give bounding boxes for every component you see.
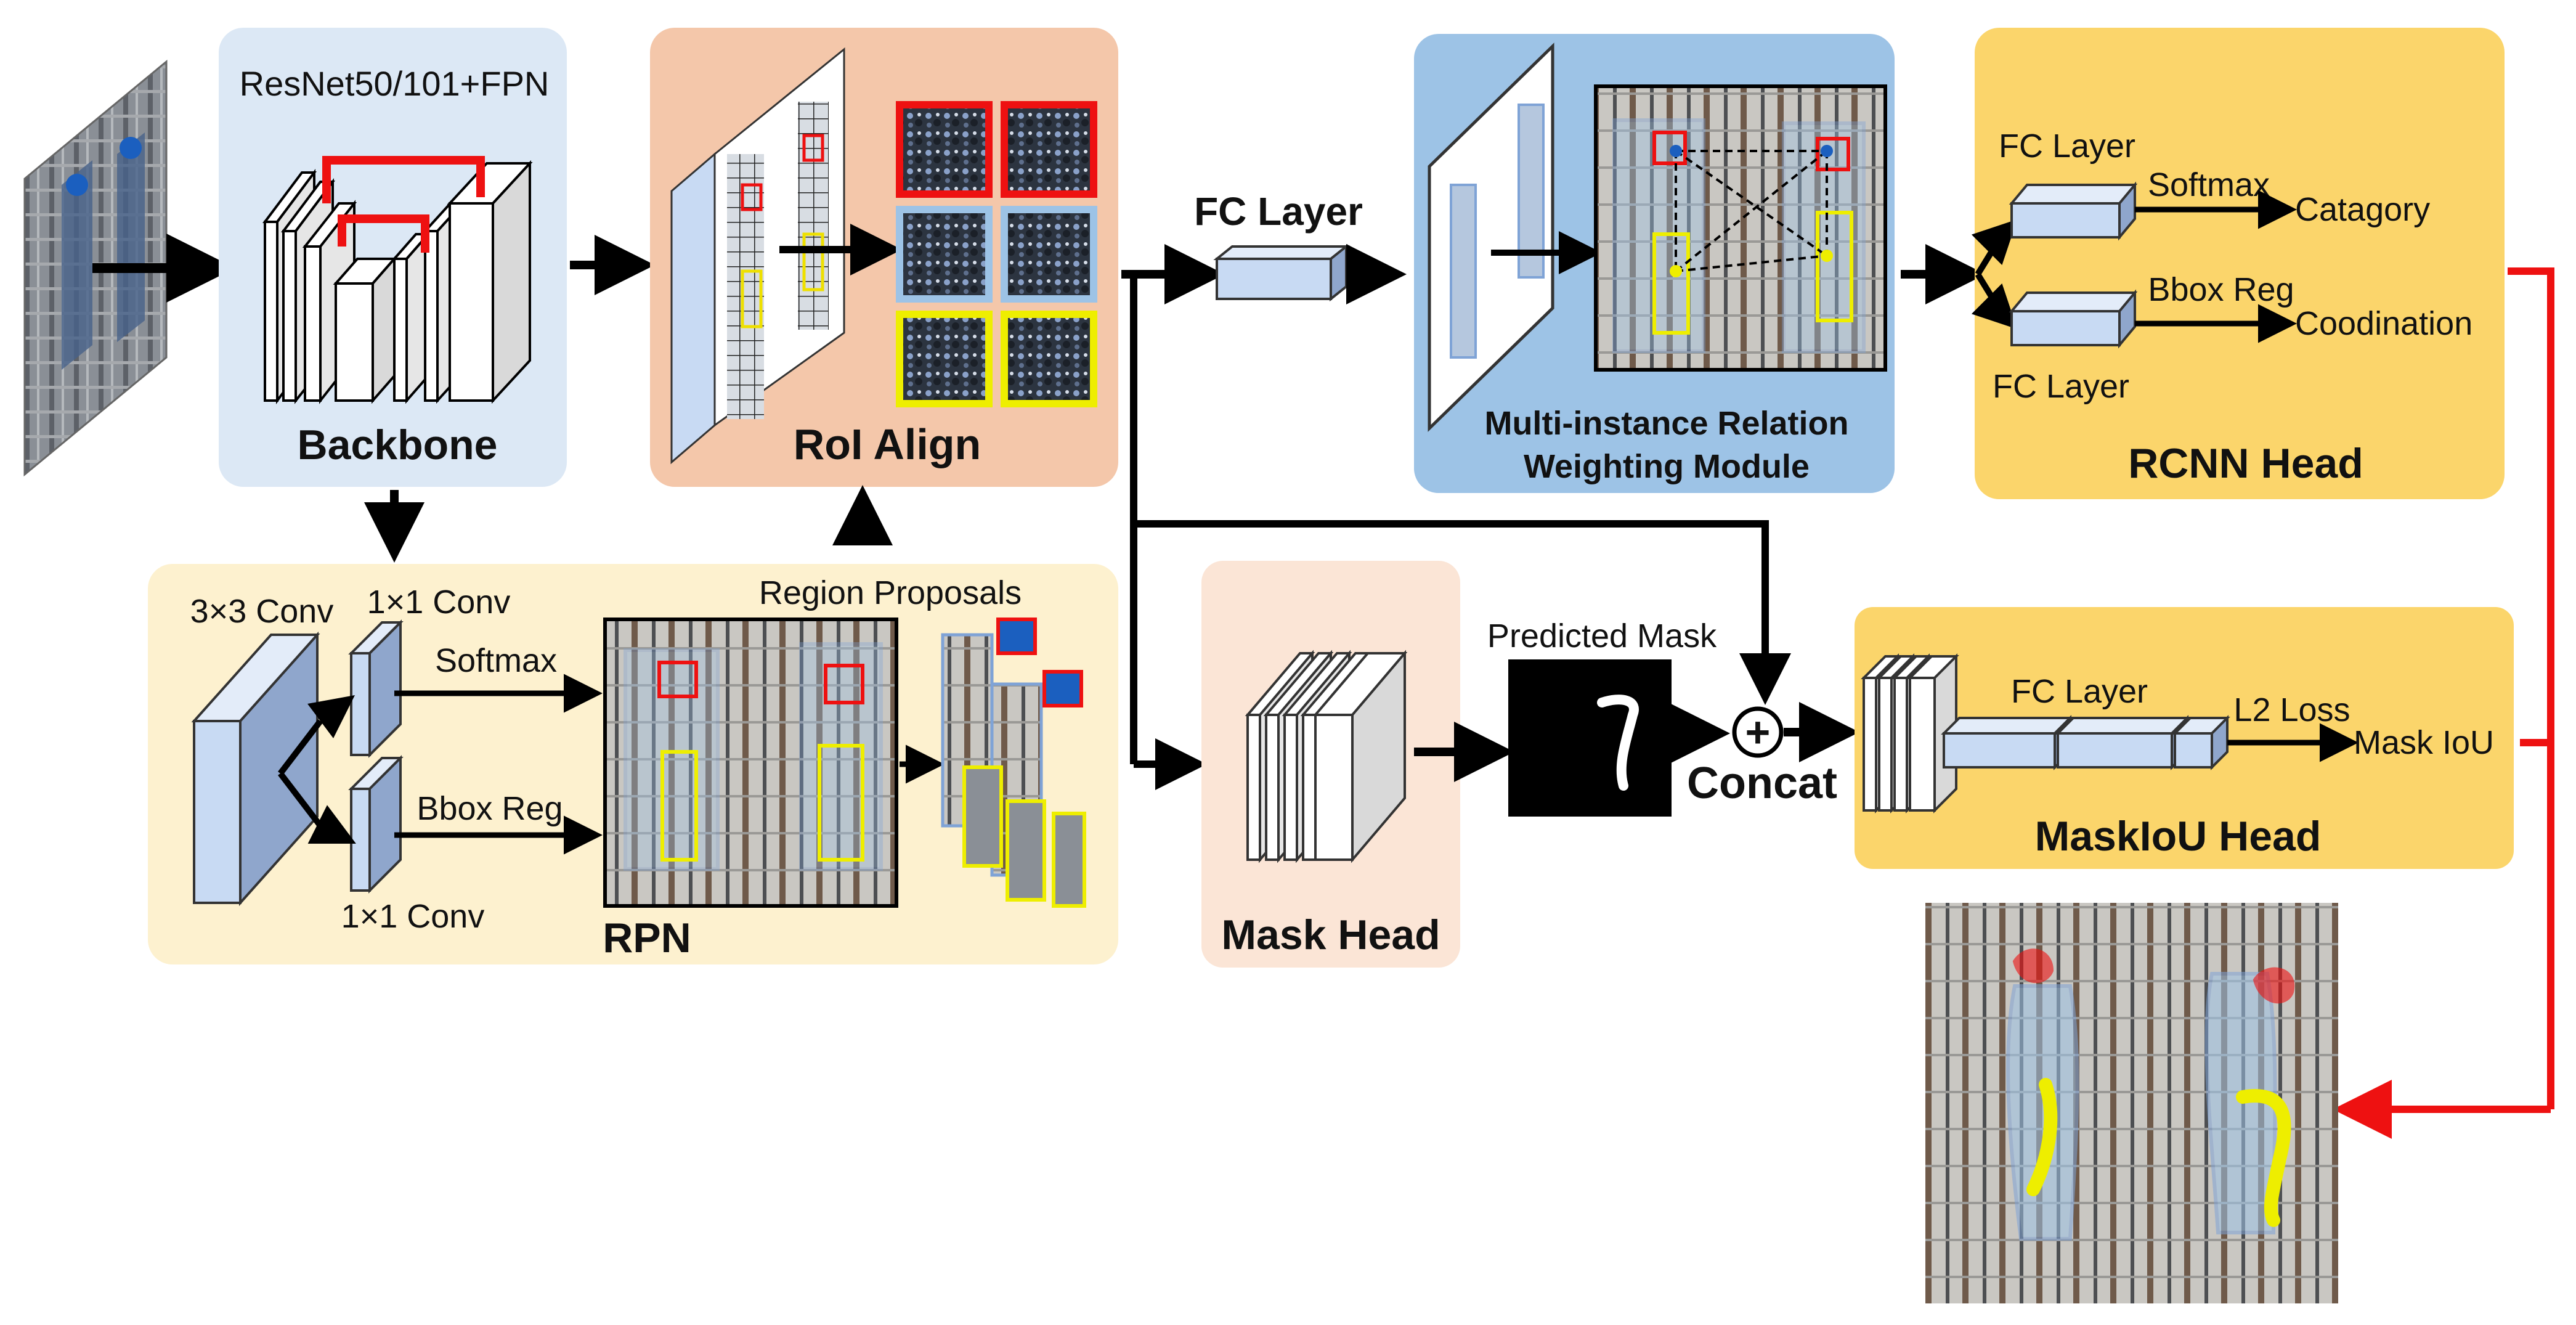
conv3x3-block bbox=[191, 631, 320, 907]
concat-label: Concat bbox=[1687, 759, 1837, 808]
maskiou-output-label: Mask IoU bbox=[2354, 724, 2494, 761]
roi-feature-crops bbox=[896, 101, 1097, 407]
rcnn-fc-bottom-block bbox=[2009, 289, 2138, 349]
rcnn-head-panel: FC Layer FC Layer Softmax Bbox Reg Catag… bbox=[1971, 28, 2505, 499]
relation-graph-image bbox=[1594, 84, 1887, 372]
backbone-blocks-icon bbox=[262, 160, 533, 404]
rpn-title: RPN bbox=[603, 915, 691, 961]
backbone-title: Backbone bbox=[298, 422, 498, 468]
backbone-panel: ResNet50/101+FPN bbox=[219, 28, 567, 487]
mask-head-panel: Mask Head bbox=[1201, 561, 1460, 968]
predicted-mask-label: Predicted Mask bbox=[1487, 618, 1717, 654]
mask-head-title: Mask Head bbox=[1221, 911, 1440, 958]
output-connectors bbox=[2333, 267, 2554, 1139]
region-proposals-label: Region Proposals bbox=[759, 574, 1022, 611]
rcnn-head-title: RCNN Head bbox=[2128, 440, 2363, 487]
rpn-conv1-bottom-label: 1×1 Conv bbox=[341, 898, 485, 935]
rpn-conv3-label: 3×3 Conv bbox=[190, 593, 334, 630]
maskiou-fc-label: FC Layer bbox=[2011, 673, 2148, 710]
roi-branch-lines bbox=[1130, 274, 1791, 790]
fpn-skip-connections bbox=[322, 156, 485, 253]
rpn-proposal-image bbox=[603, 618, 898, 908]
rcnn-fc-top-block bbox=[2009, 181, 2138, 241]
rpn-panel: 3×3 Conv 1×1 Conv 1×1 Conv Softmax Bbox … bbox=[148, 564, 1118, 964]
fc-layer-middle: FC Layer bbox=[1121, 189, 1407, 304]
rcnn-bbox-reg-label: Bbox Reg bbox=[2148, 271, 2294, 308]
output-segmentation-image bbox=[1925, 903, 2338, 1303]
mirw-panel: Multi-instance Relation Weighting Module bbox=[1414, 34, 1895, 493]
rcnn-softmax-label: Softmax bbox=[2148, 166, 2270, 203]
predicted-mask-image bbox=[1508, 659, 1672, 817]
concat-node: + Concat bbox=[1687, 706, 1837, 808]
concat-symbol: + bbox=[1745, 708, 1771, 756]
roi-align-title: RoI Align bbox=[794, 420, 981, 468]
fc-layer-label: FC Layer bbox=[1194, 189, 1363, 234]
mirw-title-line2: Weighting Module bbox=[1524, 448, 1810, 485]
maskiou-head-title: MaskIoU Head bbox=[2035, 813, 2322, 860]
backbone-subtitle: ResNet50/101+FPN bbox=[240, 64, 550, 103]
rcnn-output-category: Catagory bbox=[2295, 191, 2430, 228]
rcnn-fc-bottom-label: FC Layer bbox=[1993, 368, 2129, 405]
rcnn-output-coordination: Coodination bbox=[2295, 305, 2472, 342]
rpn-conv1-top-label: 1×1 Conv bbox=[367, 584, 511, 621]
conv1x1-top-block bbox=[348, 619, 404, 758]
maskiou-conv-blocks bbox=[1861, 653, 1959, 813]
proposal-crops bbox=[941, 618, 1086, 908]
maskiou-fc-blocks bbox=[1941, 715, 2230, 770]
mirw-title-line1: Multi-instance Relation bbox=[1484, 405, 1848, 442]
rpn-bbox-reg-label: Bbox Reg bbox=[416, 790, 563, 827]
rpn-softmax-label: Softmax bbox=[435, 642, 557, 679]
maskiou-l2-loss-label: L2 Loss bbox=[2233, 691, 2350, 728]
rcnn-fc-top-label: FC Layer bbox=[1999, 128, 2135, 165]
conv1x1-bottom-block bbox=[348, 755, 404, 894]
maskiou-head-panel: FC Layer L2 Loss Mask IoU MaskIoU Head bbox=[1855, 607, 2514, 869]
roi-align-panel: RoI Align bbox=[650, 28, 1118, 487]
